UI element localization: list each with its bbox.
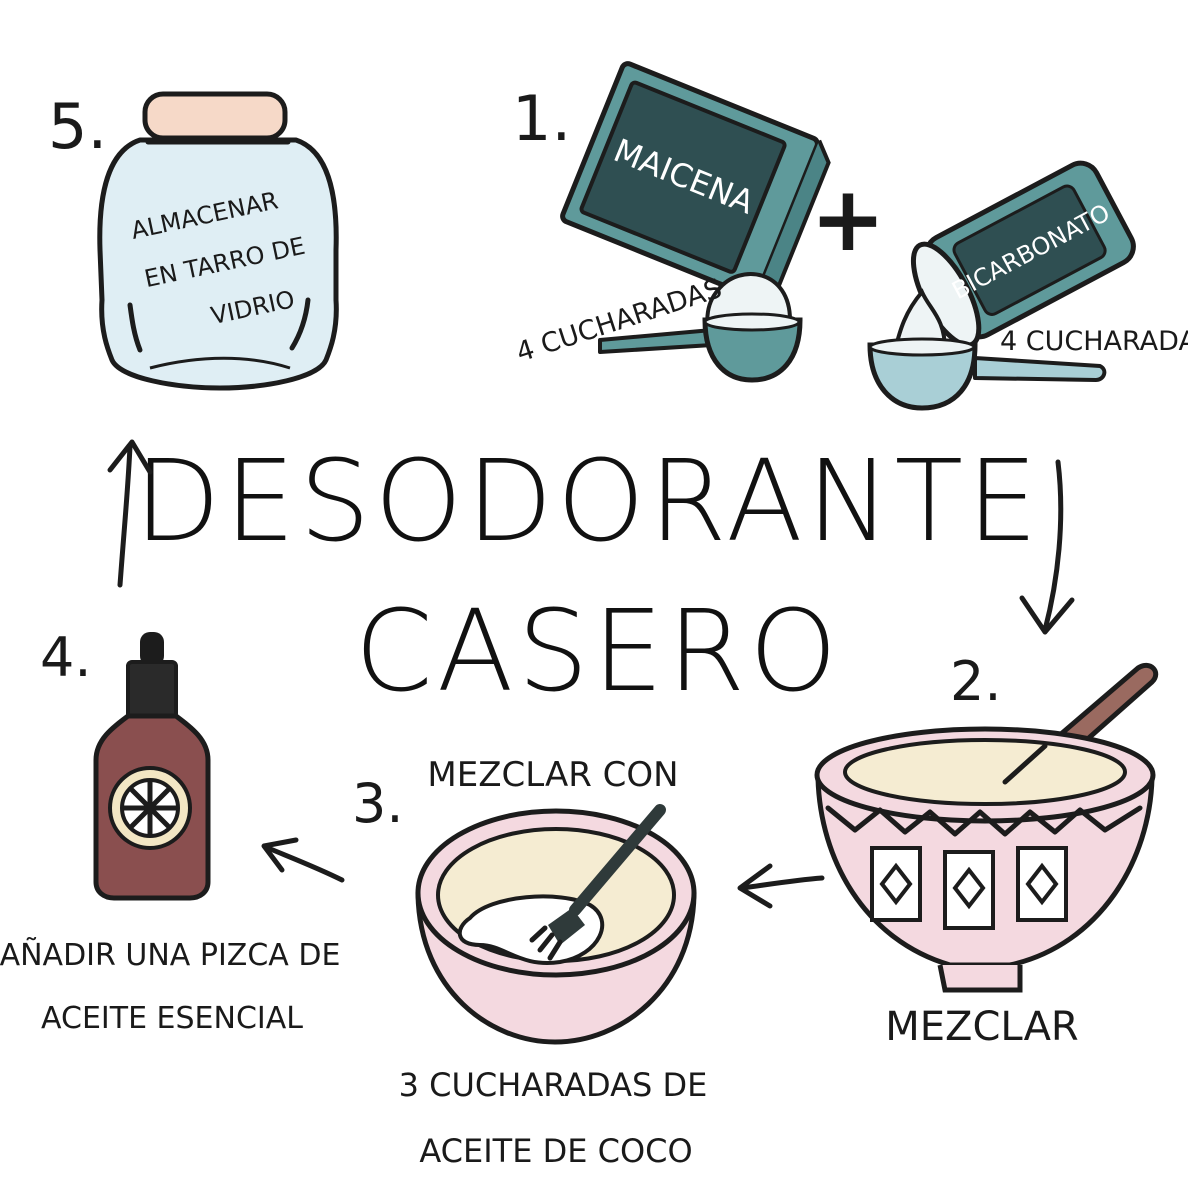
glass-jar-icon: ALMACENAR EN TARRO DE VIDRIO [97,91,339,391]
step-1-amount-left: 4 CUCHARADAS [513,273,726,369]
step-4: 4. AÑADIR UNA PIZCA DE ACEITE ESENCIAL [0,626,340,1036]
title-line-1: DESODORANTE [134,437,1042,567]
coconut-bowl-icon [415,804,697,1045]
step-4-number: 4. [40,626,92,689]
step-2-number: 2. [950,650,1002,713]
title-line-2: CASERO [355,587,842,717]
step-1-amount-right: 4 CUCHARADAS [1000,326,1188,357]
step-4-caption-2: ACEITE ESENCIAL [41,1001,303,1036]
step-4-caption-1: AÑADIR UNA PIZCA DE [0,937,340,973]
measuring-spoon-right-icon [867,337,1107,411]
measuring-spoon-left-icon [598,312,803,383]
arrow-3-to-4 [261,837,345,883]
step-3-caption-bottom-1: 3 CUCHARADAS DE [399,1066,708,1104]
step-5-number: 5. [48,90,107,163]
essential-oil-bottle-icon [93,632,211,901]
step-3-caption-bottom-2: ACEITE DE COCO [419,1132,692,1170]
step-1: 1. MAICENA 4 CUCHARADAS + BICARBONATO [512,61,1188,411]
step-5: 5. ALMACENAR EN TARRO DE VIDRIO [48,90,339,391]
arrow-2-to-3 [737,863,825,909]
step-2-caption: MEZCLAR [885,1004,1078,1050]
mixing-bowl-icon [814,662,1159,993]
plus-sign: + [810,167,885,272]
step-3: 3. MEZCLAR CON 3 CUCHARADAS DE ACEITE DE… [352,755,707,1170]
cornstarch-box-icon: MAICENA [560,61,831,326]
arrow-4-to-5 [107,439,153,588]
arrow-1-to-2 [1019,459,1075,635]
step-3-number: 3. [352,772,404,835]
step-3-caption-top: MEZCLAR CON [427,755,678,795]
step-2: 2. MEZCLAR [814,650,1159,1050]
step-1-number: 1. [512,82,571,155]
